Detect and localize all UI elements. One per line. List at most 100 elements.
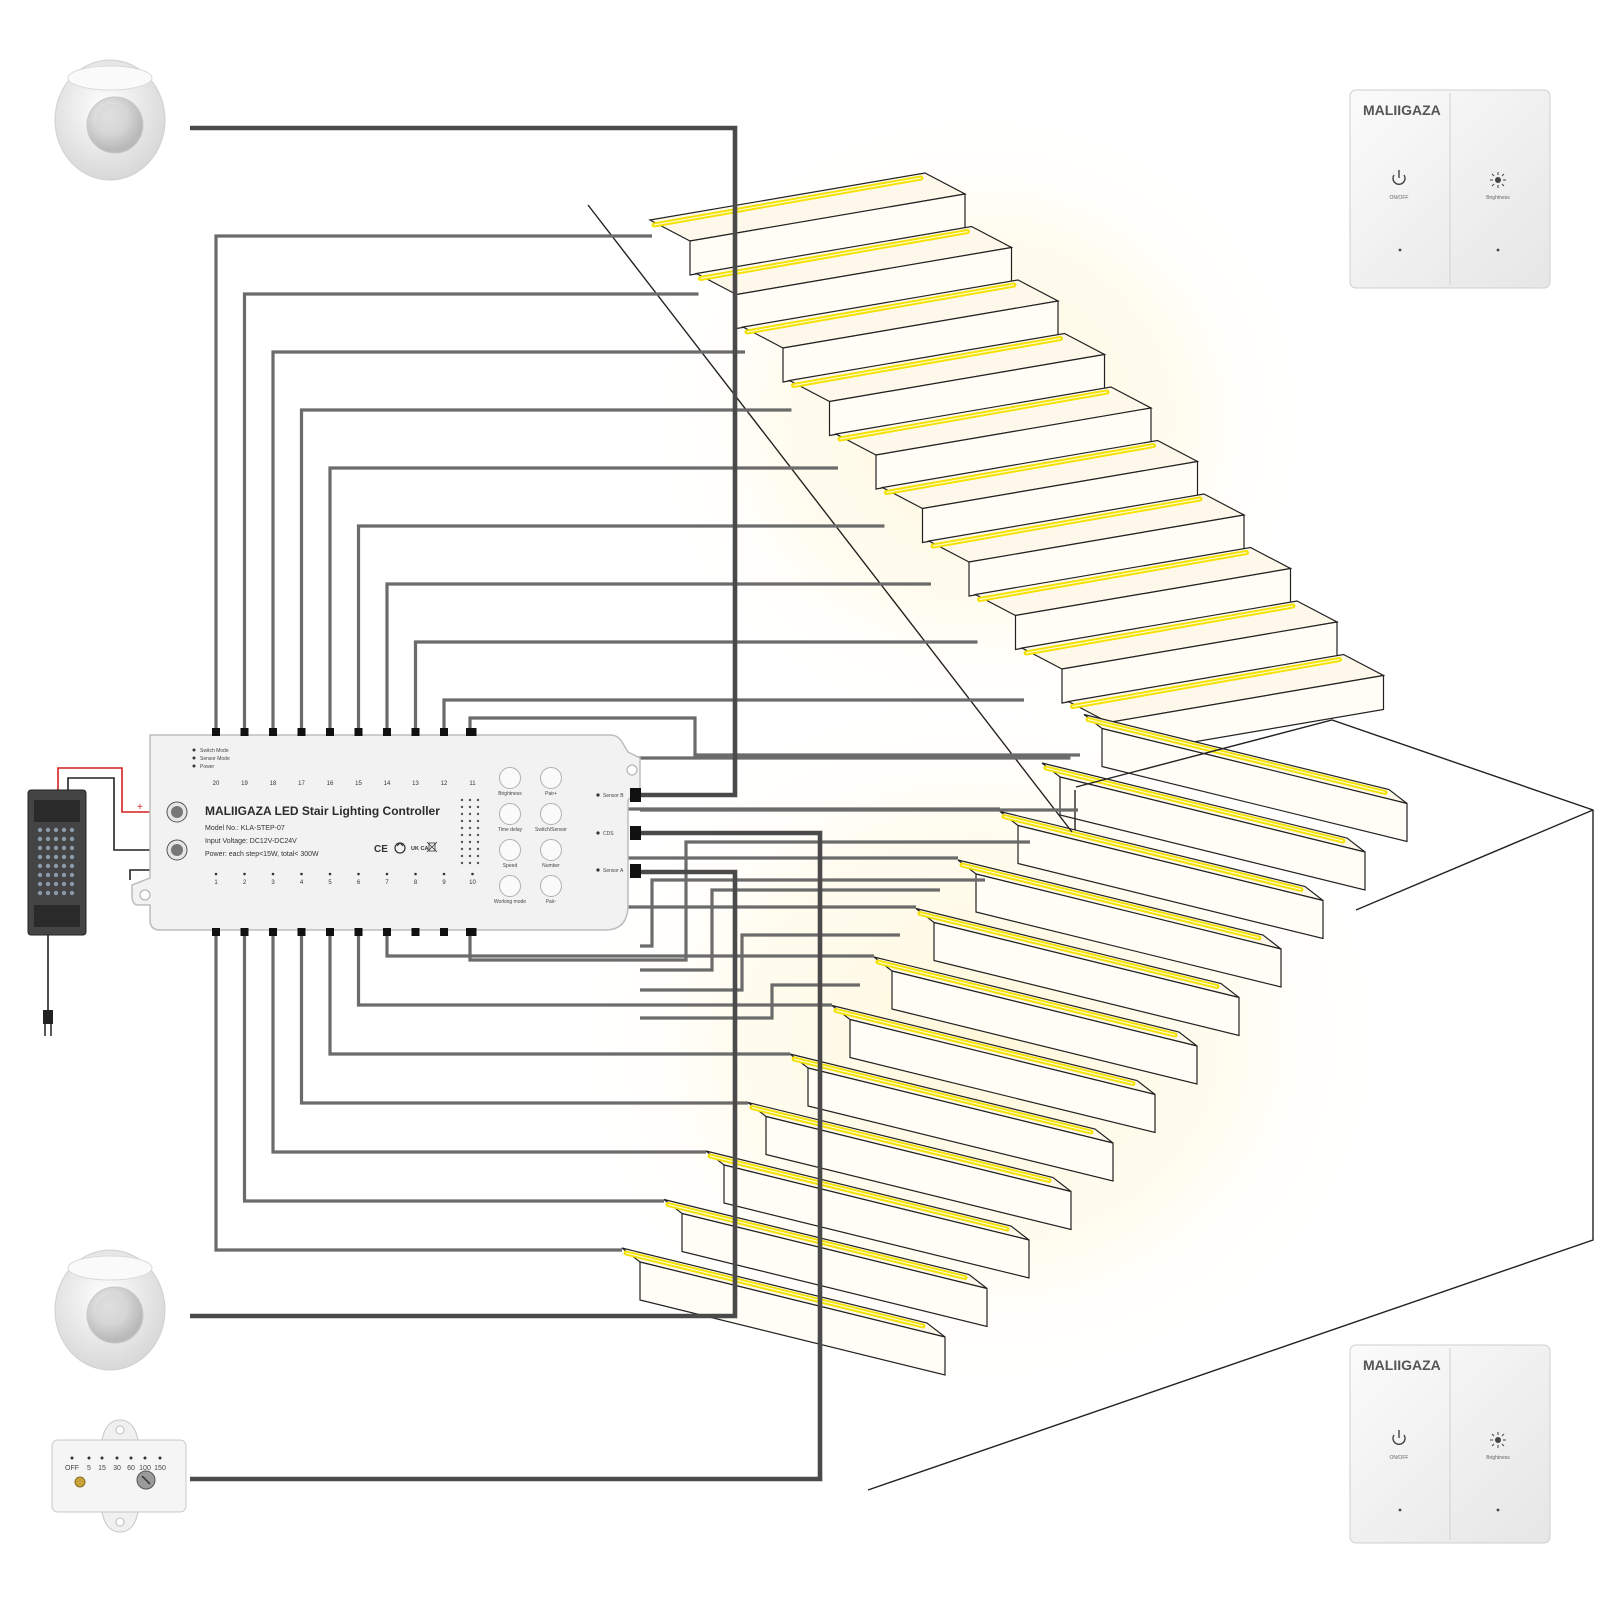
vent-hole — [69, 827, 75, 833]
button-cap — [499, 803, 521, 825]
vent-hole — [53, 845, 59, 851]
power-icon[interactable] — [1392, 1430, 1406, 1445]
timer-label: OFF — [65, 1465, 79, 1472]
led-strip-highlight — [653, 177, 922, 226]
vent-dot — [468, 812, 472, 816]
led-strip-highlight — [1025, 605, 1294, 654]
timer-wire — [190, 830, 823, 1482]
led-strip-highlight — [839, 391, 1108, 440]
controller-button[interactable]: Speed — [499, 839, 521, 870]
upper-wire — [299, 408, 792, 730]
channel-dot — [357, 872, 360, 876]
switch-brand-bottom: MALIIGAZA — [1363, 1357, 1441, 1373]
button-label: Working mode — [494, 899, 526, 905]
recycle-icon — [394, 842, 406, 854]
channel-number: 1 — [214, 880, 218, 886]
channel-dot — [243, 872, 246, 876]
ukca-mark: UK CA — [411, 846, 428, 852]
vent-dot — [468, 847, 472, 851]
button-cap — [499, 767, 521, 789]
connector — [326, 928, 334, 936]
led-strip-highlight — [1045, 767, 1344, 842]
controller-power: Power: each step<15W, total< 300W — [205, 851, 319, 858]
vent-dot — [476, 840, 480, 844]
lower-step-riser — [849, 1018, 1156, 1134]
channel-dot — [214, 872, 218, 876]
vent-hole — [45, 890, 51, 896]
power-icon[interactable] — [1392, 170, 1406, 185]
vent-hole — [45, 845, 51, 851]
lower-step-riser — [975, 873, 1282, 988]
vent-dot — [468, 798, 472, 802]
port-sensor-b: Sensor B — [603, 793, 624, 799]
motion-sensor-top — [54, 59, 166, 181]
port-cds: CDS — [603, 831, 614, 837]
vent-hole — [45, 827, 51, 833]
channel-number: 15 — [355, 781, 362, 787]
mode-switch: Switch Mode — [200, 748, 229, 754]
channel-number: 3 — [271, 880, 275, 886]
timer-dot — [100, 1456, 104, 1460]
vent-hole — [53, 827, 59, 833]
vent-hole — [53, 881, 59, 887]
vent-dot — [476, 833, 480, 837]
vent-hole — [61, 863, 67, 869]
connector — [383, 928, 391, 936]
button-cap — [540, 803, 562, 825]
lower-step-riser — [807, 1067, 1114, 1182]
vent-hole — [37, 863, 43, 869]
timer-label: 15 — [98, 1465, 106, 1472]
button-label: Speed — [503, 863, 518, 869]
sun-icon[interactable] — [1490, 172, 1506, 188]
timer-dot — [129, 1456, 133, 1460]
button-label: Brightness — [498, 791, 522, 797]
controller-button[interactable]: Working mode — [494, 875, 526, 906]
vent-hole — [53, 836, 59, 842]
led-strip-highlight — [746, 284, 1015, 333]
led-strip-highlight — [793, 337, 1061, 387]
channel-number: 18 — [270, 781, 277, 787]
lower-step-riser — [723, 1164, 1030, 1279]
controller-button[interactable]: Switch/Sensor — [535, 803, 567, 834]
vent-hole — [61, 836, 67, 842]
vent-hole — [37, 827, 43, 833]
controller-button[interactable]: Time delay — [498, 803, 523, 834]
lower-wire — [271, 935, 706, 1154]
channel-number: 8 — [414, 880, 418, 886]
channel-number: 4 — [300, 880, 304, 886]
connector — [269, 928, 277, 936]
channel-number: 13 — [412, 781, 419, 787]
timer-label: 30 — [113, 1465, 121, 1472]
channel-number: 14 — [384, 781, 391, 787]
vent-hole — [53, 854, 59, 860]
sun-icon[interactable] — [1490, 1432, 1506, 1448]
controller-input: Input Voltage: DC12V-DC24V — [205, 838, 297, 845]
lower-step-riser — [639, 1261, 946, 1376]
waste-bin-icon — [426, 841, 438, 853]
channel-number: 16 — [327, 781, 334, 787]
ce-mark: CE — [374, 844, 388, 855]
controller-button[interactable]: Brightness — [498, 767, 522, 798]
motion-sensor-icon — [96, 104, 128, 136]
vent-dot — [460, 861, 464, 865]
connector — [212, 928, 220, 936]
controller-button[interactable]: Pair- — [540, 875, 562, 906]
switch-onoff-label-top: ON/OFF — [1390, 195, 1409, 201]
channel-number: 6 — [357, 880, 361, 886]
controller-button[interactable]: Pair+ — [540, 767, 562, 798]
top-connectors — [212, 728, 477, 736]
timer-label: 100 — [139, 1465, 151, 1472]
vent-hole — [45, 872, 51, 878]
controller-button[interactable]: Number — [540, 839, 562, 870]
connector — [297, 728, 306, 736]
dc-terminal-minus — [166, 839, 188, 861]
vent-hole — [37, 854, 43, 860]
connector — [411, 928, 420, 936]
vent-hole — [69, 836, 75, 842]
vent-dot — [476, 854, 480, 858]
wall-switch-bottom: MALIIGAZA ON/OFF Brightness — [1349, 1344, 1551, 1544]
vent-hole — [69, 845, 75, 851]
mode-power: Power — [200, 764, 215, 770]
vent-dot — [476, 819, 480, 823]
